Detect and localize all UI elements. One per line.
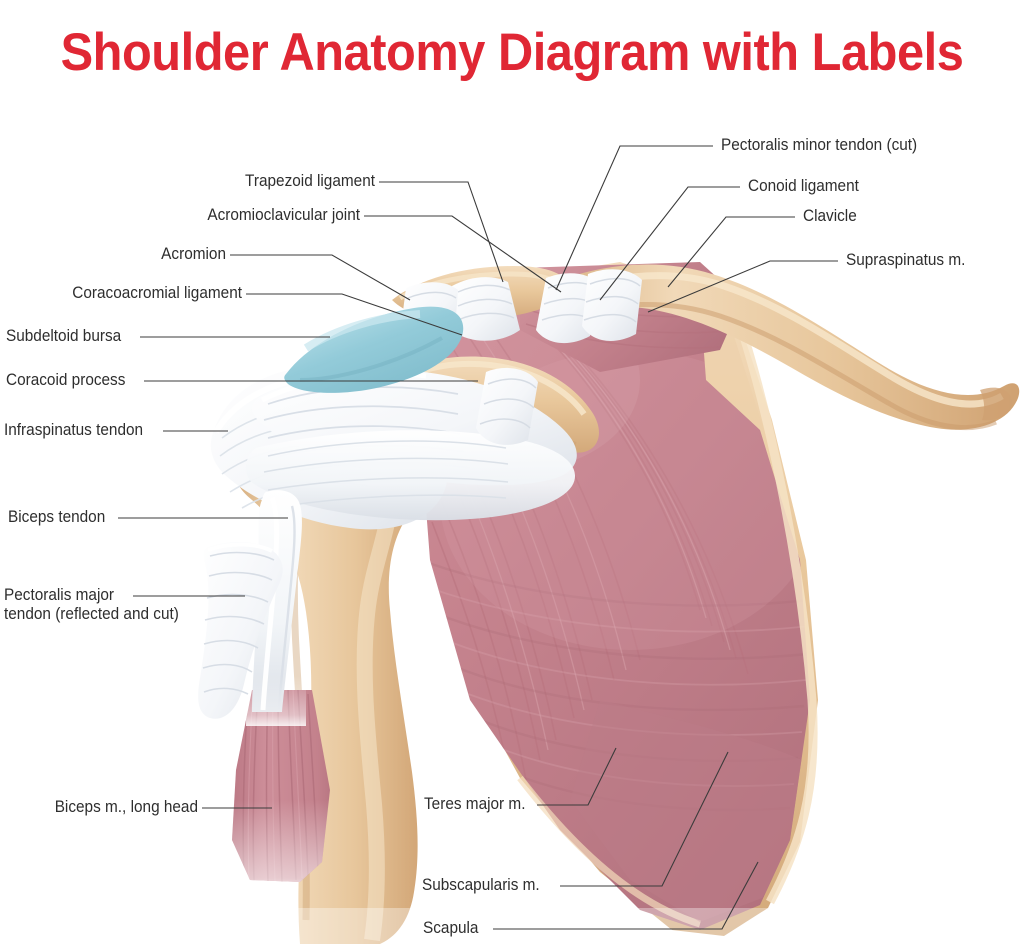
label-acromioclavicular-joint-text: Acromioclavicular joint — [207, 206, 360, 224]
label-biceps-tendon-text: Biceps tendon — [8, 508, 106, 526]
leader-acromion — [230, 254, 411, 301]
label-biceps-m-long-head-text: Biceps m., long head — [54, 798, 199, 816]
label-supraspinatus-m: Supraspinatus m. — [846, 251, 965, 270]
label-coracoacromial-ligament: Coracoacromial ligament — [17, 284, 242, 303]
leader-clavicle — [667, 216, 795, 288]
label-coracoacromial-ligament-text: Coracoacromial ligament — [72, 284, 243, 302]
inferior-ligament-stump — [476, 367, 538, 445]
leader-coracoacromial-ligament — [246, 293, 463, 336]
page-title: Shoulder Anatomy Diagram with Labels — [60, 23, 964, 82]
label-acromion: Acromion — [16, 245, 226, 264]
label-acromioclavicular-joint: Acromioclavicular joint — [25, 206, 360, 225]
leader-conoid-ligament — [599, 186, 740, 301]
label-clavicle: Clavicle — [803, 207, 857, 226]
leader-teres-major-m — [537, 747, 617, 806]
label-biceps-m-long-head: Biceps m., long head — [14, 798, 198, 817]
label-subscapularis-m-text: Subscapularis m. — [422, 876, 540, 894]
label-clavicle-text: Clavicle — [803, 207, 857, 225]
label-scapula: Scapula — [423, 919, 478, 938]
teres-major-muscle — [570, 700, 806, 922]
label-acromion-text: Acromion — [161, 245, 226, 263]
leader-trapezoid-ligament — [379, 181, 504, 283]
leader-acromioclavicular-joint — [364, 215, 562, 293]
pectoralis-minor-tendon — [582, 269, 642, 341]
label-supraspinatus-m-text: Supraspinatus m. — [846, 251, 966, 269]
label-trapezoid-ligament: Trapezoid ligament — [26, 172, 375, 191]
label-pectoralis-minor-tendon-cut-text: Pectoralis minor tendon (cut) — [721, 136, 918, 154]
label-biceps-tendon: Biceps tendon — [8, 508, 105, 527]
label-subdeltoid-bursa: Subdeltoid bursa — [6, 327, 121, 346]
label-trapezoid-ligament-text: Trapezoid ligament — [245, 172, 375, 190]
leader-supraspinatus-m — [647, 260, 838, 313]
label-subscapularis-m: Subscapularis m. — [422, 876, 540, 895]
label-pectoralis-minor-tendon-cut: Pectoralis minor tendon (cut) — [721, 136, 917, 155]
joint-capsule-sheet — [245, 430, 576, 521]
label-coracoid-process-text: Coracoid process — [6, 371, 126, 389]
label-infraspinatus-tendon: Infraspinatus tendon — [4, 421, 143, 440]
leader-scapula — [493, 861, 759, 930]
label-subdeltoid-bursa-text: Subdeltoid bursa — [6, 327, 122, 345]
label-conoid-ligament-text: Conoid ligament — [748, 177, 859, 195]
label-pectoralis-major-tendon: Pectoralis major tendon (reflected and c… — [4, 586, 179, 624]
label-conoid-ligament: Conoid ligament — [748, 177, 859, 196]
label-scapula-text: Scapula — [423, 919, 479, 937]
biceps-tendon — [246, 490, 306, 726]
pectoralis-major-tendon — [198, 542, 283, 719]
leader-subscapularis-m — [560, 751, 729, 887]
label-infraspinatus-tendon-text: Infraspinatus tendon — [4, 421, 144, 439]
label-teres-major-m: Teres major m. — [424, 795, 525, 814]
label-coracoid-process: Coracoid process — [6, 371, 125, 390]
label-teres-major-m-text: Teres major m. — [424, 795, 526, 813]
subdeltoid-bursa — [284, 306, 464, 393]
label-pectoralis-major-tendon-line2: tendon (reflected and cut) — [4, 605, 179, 623]
trapezoid-ligament — [452, 277, 520, 341]
label-pectoralis-major-tendon-line1: Pectoralis major — [4, 586, 115, 604]
leader-pectoralis-minor-tendon — [555, 145, 713, 291]
